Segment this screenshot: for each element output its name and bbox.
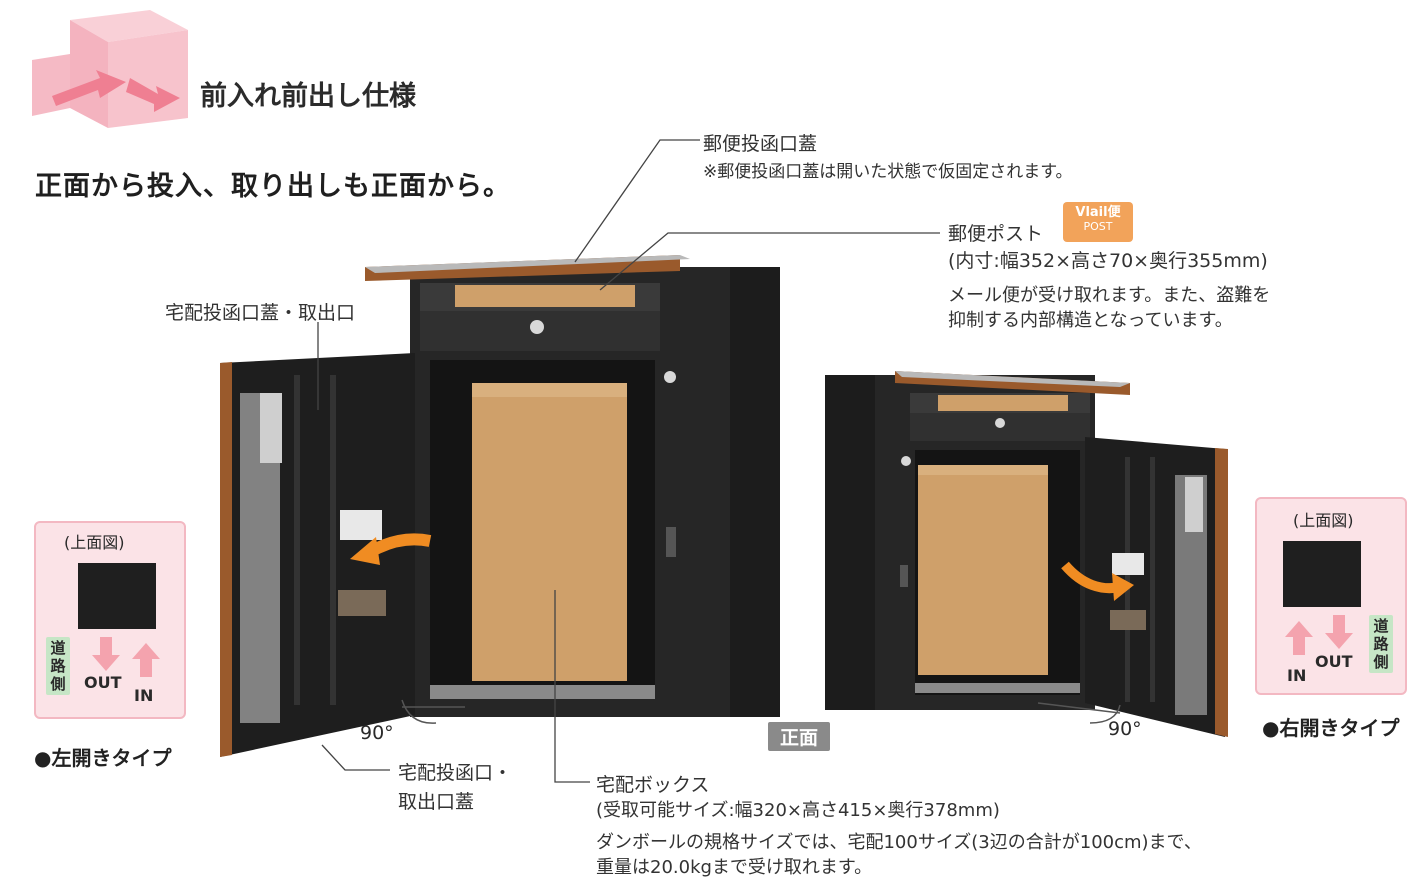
delivery-box-note-2: 重量は20.0kgまで受け取れます。 — [596, 857, 873, 878]
delivery-lid-label: 宅配投函口蓋・取出口 — [165, 302, 356, 324]
right-out-label: OUT — [1315, 652, 1353, 671]
right-road-side-tag: 道 路 側 — [1369, 615, 1393, 673]
left-out-in-arrows-icon — [92, 637, 160, 677]
right-top-view-title: (上面図) — [1293, 511, 1354, 530]
subtitle: 正面から投入、取り出しも正面から。 — [35, 171, 511, 202]
logo-line-1: Vlail便 — [1075, 205, 1121, 220]
right-top-view-panel: (上面図) 道 路 側 OUT IN — [1255, 497, 1407, 695]
spec-title: 前入れ前出し仕様 — [200, 81, 416, 112]
delivery-box-note-1: ダンボールの規格サイズでは、宅配100サイズ(3辺の合計が100cm)まで、 — [596, 832, 1202, 853]
road-char-2: 路 — [1373, 635, 1389, 653]
delivery-slot-lid-label-1: 宅配投函口・ — [398, 762, 513, 784]
left-top-view-panel: (上面図) 道 路 側 OUT IN — [34, 521, 186, 719]
left-in-label: IN — [134, 686, 154, 705]
right-angle-label: 90° — [1108, 718, 1142, 740]
right-opening-type-label: ●右開きタイプ — [1262, 716, 1400, 740]
road-char-2: 路 — [50, 657, 66, 675]
mail-post-label: 郵便ポスト — [948, 223, 1044, 245]
mail-post-note-1: メール便が受け取れます。また、盗難を — [948, 285, 1271, 306]
right-top-view-box — [1283, 541, 1361, 607]
delivery-box-size: (受取可能サイズ:幅320×高さ415×奥行378mm) — [596, 800, 1000, 821]
left-out-label: OUT — [84, 673, 122, 692]
left-angle-label: 90° — [360, 722, 394, 744]
left-top-view-title: (上面図) — [64, 533, 125, 552]
road-char-3: 側 — [1373, 653, 1389, 671]
front-badge: 正面 — [768, 722, 831, 751]
mail-post-size: (内寸:幅352×高さ70×奥行355mm) — [948, 250, 1268, 272]
road-char-3: 側 — [50, 675, 66, 693]
road-char-1: 道 — [1373, 617, 1389, 635]
mail-post-note-2: 抑制する内部構造となっています。 — [948, 310, 1233, 331]
right-in-out-arrows-icon — [1285, 615, 1353, 655]
delivery-slot-lid-label-2: 取出口蓋 — [398, 791, 475, 813]
road-char-1: 道 — [50, 639, 66, 657]
left-top-view-box — [78, 563, 156, 629]
delivery-box-label: 宅配ボックス — [596, 774, 710, 796]
vlail-post-logo: Vlail便 POST — [1063, 202, 1133, 242]
left-road-side-tag: 道 路 側 — [46, 637, 70, 695]
logo-line-2: POST — [1083, 220, 1113, 233]
left-opening-type-label: ●左開きタイプ — [34, 746, 172, 770]
right-opening-unit-illustration — [825, 371, 1228, 737]
mail-slot-lid-note: ※郵便投函口蓋は開いた状態で仮固定されます。 — [703, 162, 1073, 182]
front-in-front-out-icon — [32, 10, 188, 128]
mail-slot-lid-label: 郵便投函口蓋 — [703, 133, 818, 155]
left-opening-unit-illustration — [220, 255, 780, 757]
right-in-label: IN — [1287, 666, 1307, 685]
